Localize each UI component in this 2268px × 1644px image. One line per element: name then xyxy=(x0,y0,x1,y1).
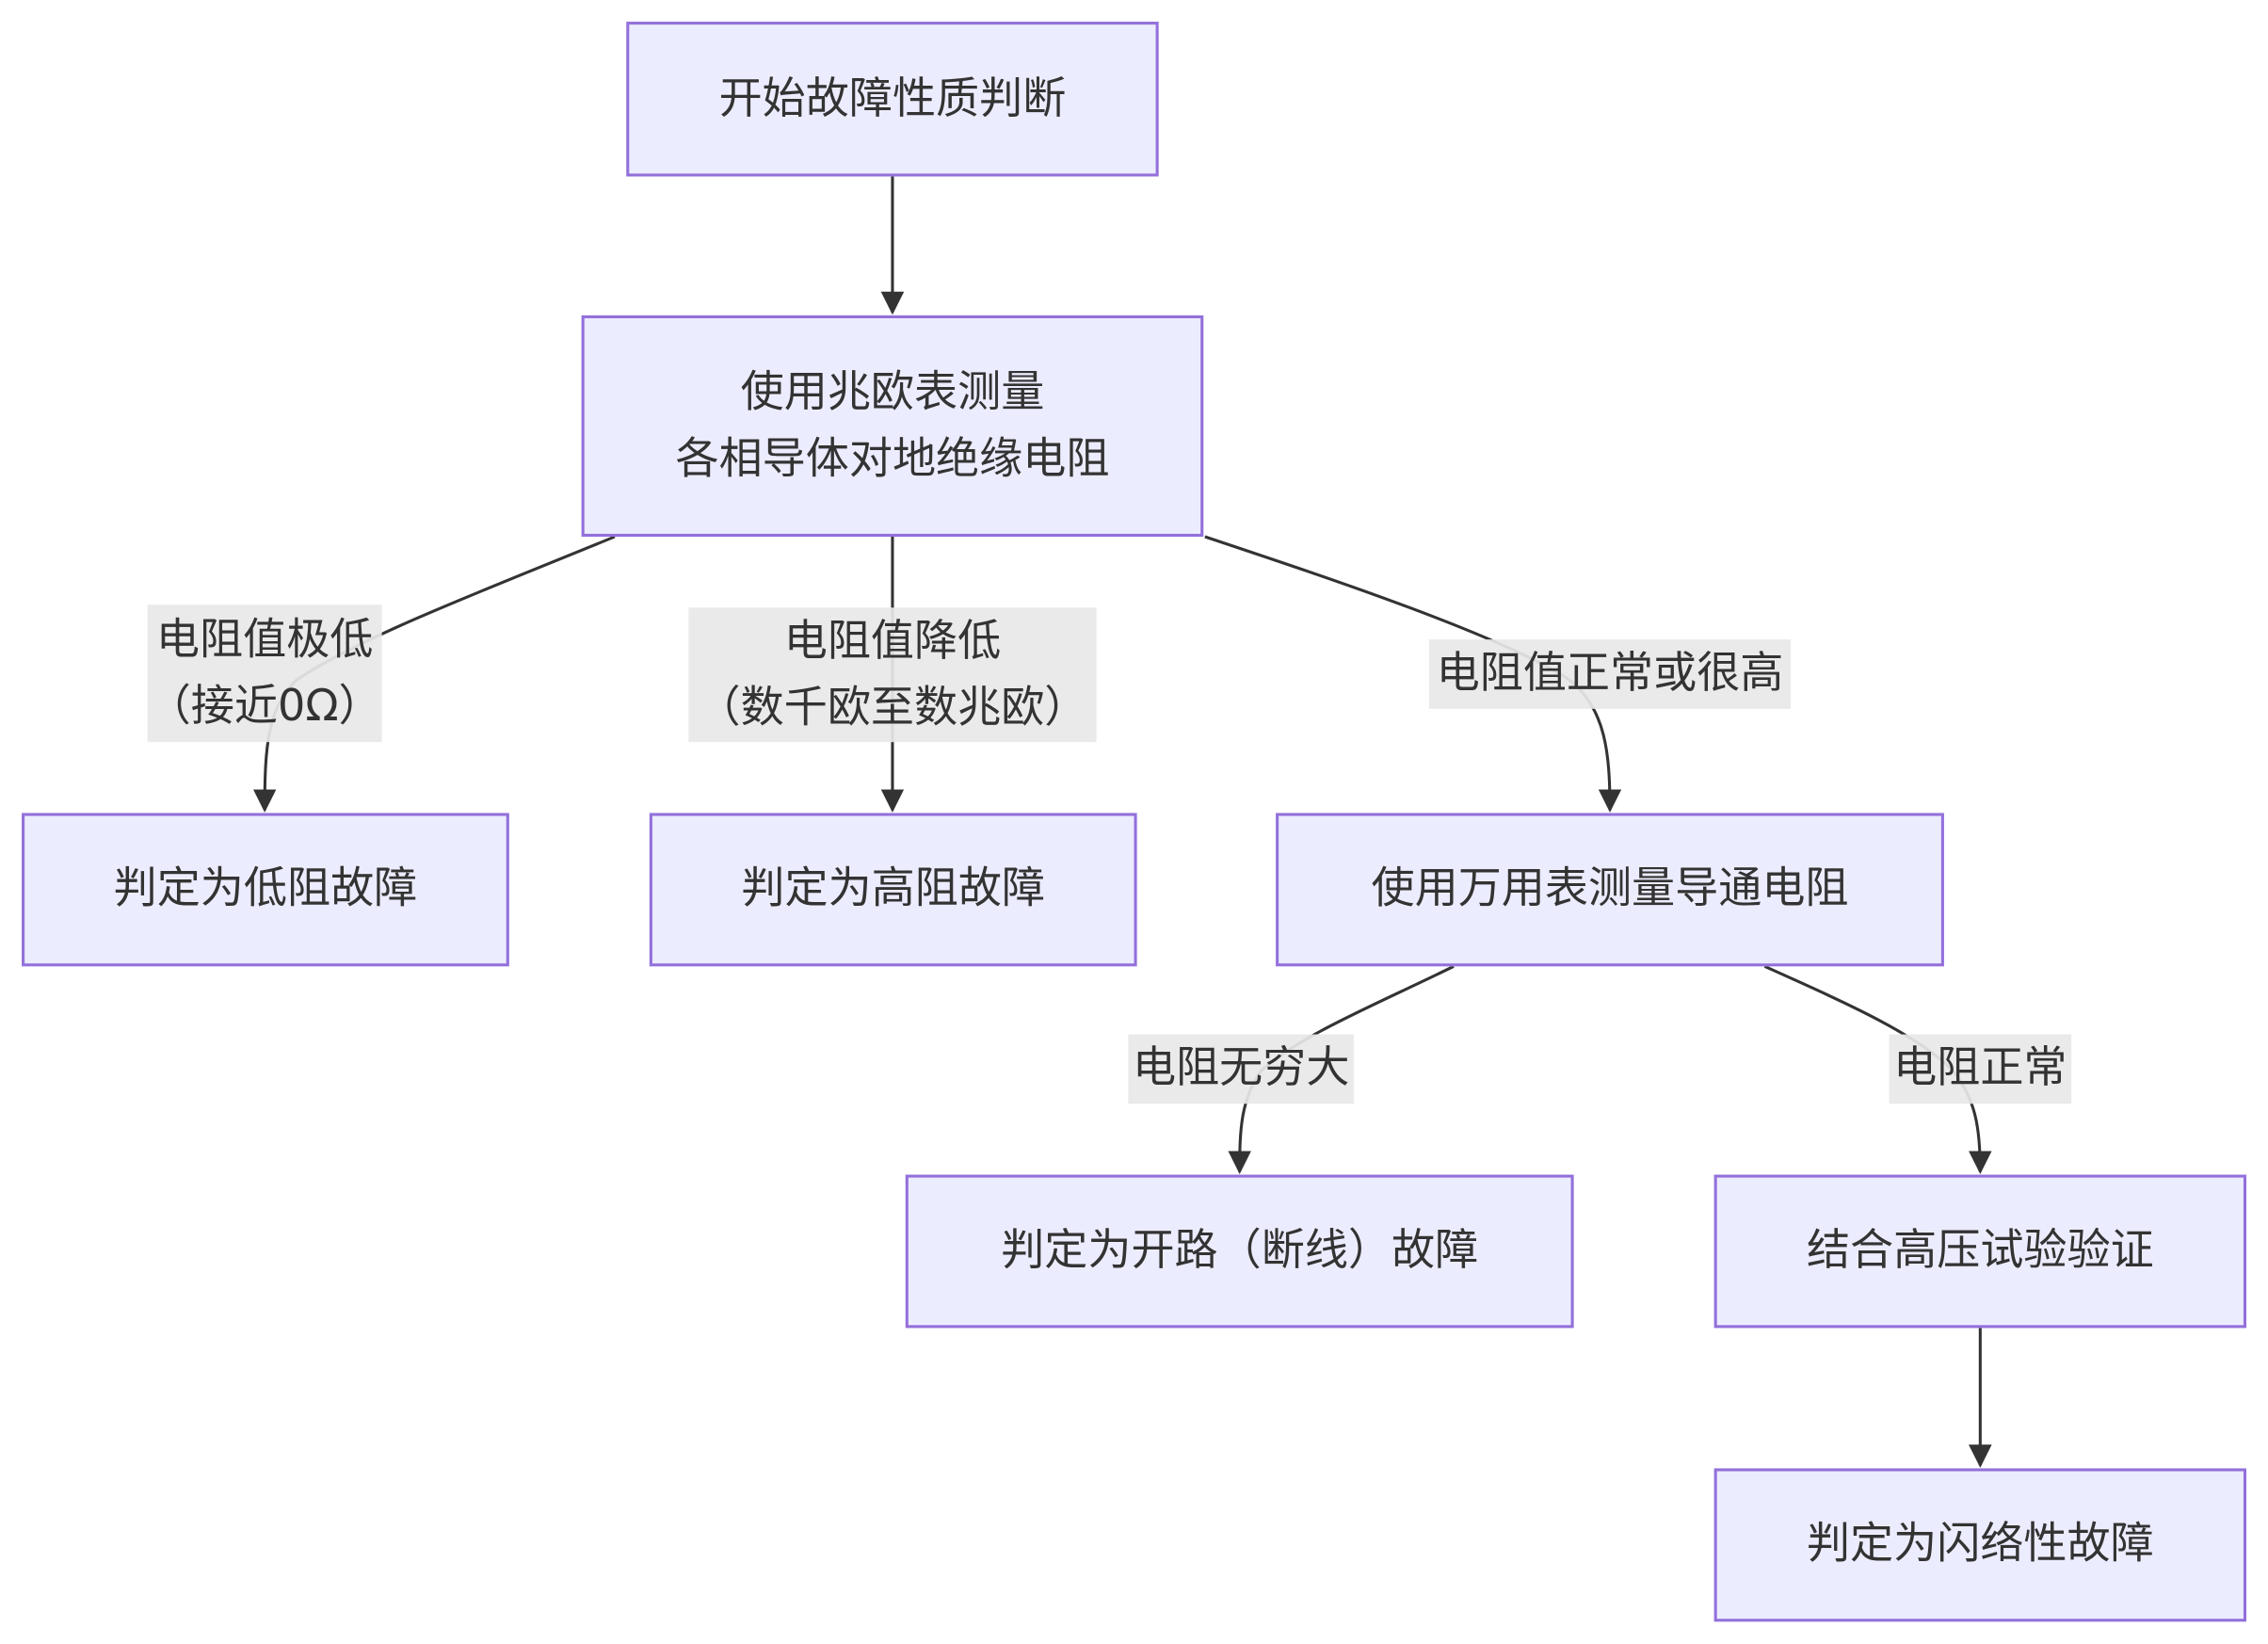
edge-label-very-low: 电阻值极低 （接近0Ω） xyxy=(147,604,382,743)
multimeter-measure-node: 使用万用表测量导通电阻 xyxy=(1276,813,1944,967)
edge-label-reduced: 电阻值降低 （数千欧至数兆欧） xyxy=(688,607,1097,743)
low-resistance-fault-node: 判定为低阻故障 xyxy=(22,813,509,967)
edge-label-normal: 电阻正常 xyxy=(1889,1034,2072,1104)
megger-measure-node: 使用兆欧表测量 各相导体对地绝缘电阻 xyxy=(581,314,1204,538)
high-voltage-test-node: 结合高压试验验证 xyxy=(1713,1174,2247,1329)
edge-label-normal-high: 电阻值正常或很高 xyxy=(1428,639,1792,709)
start-node: 开始故障性质判断 xyxy=(626,22,1159,177)
flashover-fault-node: 判定为闪络性故障 xyxy=(1713,1468,2247,1622)
edge-label-infinite: 电阻无穷大 xyxy=(1128,1034,1355,1104)
high-resistance-fault-node: 判定为高阻故障 xyxy=(649,813,1137,967)
open-circuit-fault-node: 判定为开路（断线）故障 xyxy=(905,1174,1574,1329)
